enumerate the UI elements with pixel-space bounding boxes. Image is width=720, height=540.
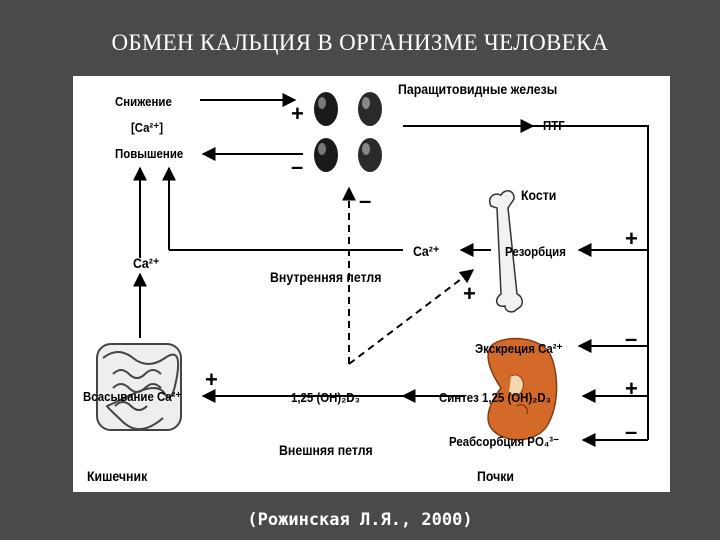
label-excretion: Экскреция Ca²⁺: [475, 341, 563, 356]
label-absorption: Всасывание Ca²⁺: [83, 389, 182, 404]
label-reabsorption: Реабсорбция PO₄³⁻: [449, 434, 560, 449]
plus-sign: +: [625, 376, 638, 401]
label-synthesis: Синтез 1,25 (OH)₂D₃: [439, 390, 551, 405]
diagram-graphics: [96, 92, 649, 447]
plus-sign: +: [205, 367, 218, 392]
parathyroid-glands-icon: [314, 92, 382, 172]
kidney-icon: [487, 337, 558, 441]
label-increase: Повышение: [115, 146, 184, 161]
label-kidneys: Почки: [477, 468, 514, 484]
citation: (Рожинская Л.Я., 2000): [247, 510, 473, 530]
label-outer-loop: Внешняя петля: [279, 442, 373, 458]
label-inner-loop: Внутренняя петля: [270, 269, 382, 285]
label-intestine: Кишечник: [87, 468, 148, 484]
label-bones: Кости: [521, 187, 557, 203]
plus-sign: +: [625, 226, 638, 251]
minus-sign: –: [625, 419, 638, 444]
label-resorption: Резорбция: [505, 244, 566, 259]
plus-sign: +: [291, 101, 304, 126]
label-ca-concentration: [Ca²⁺]: [131, 120, 164, 135]
diagram-panel: Снижение [Ca²⁺] Повышение Паращитовидные…: [73, 76, 670, 492]
bone-icon: [489, 190, 523, 313]
label-parathyroid: Паращитовидные железы: [398, 81, 558, 97]
minus-sign: –: [625, 326, 638, 351]
minus-sign: –: [359, 188, 372, 213]
minus-sign: –: [291, 154, 304, 179]
label-ca-mid: Ca²⁺: [413, 243, 440, 259]
label-pth: ПТГ: [543, 118, 565, 133]
slide-title: ОБМЕН КАЛЬЦИЯ В ОРГАНИЗМЕ ЧЕЛОВЕКА: [111, 30, 609, 55]
plus-sign: +: [463, 281, 476, 306]
label-ca-left: Ca²⁺: [133, 255, 160, 271]
intestine-icon: [96, 343, 182, 431]
label-calcitriol: 1,25 (OH)₂D₃: [291, 390, 360, 405]
label-decrease: Снижение: [115, 94, 172, 109]
